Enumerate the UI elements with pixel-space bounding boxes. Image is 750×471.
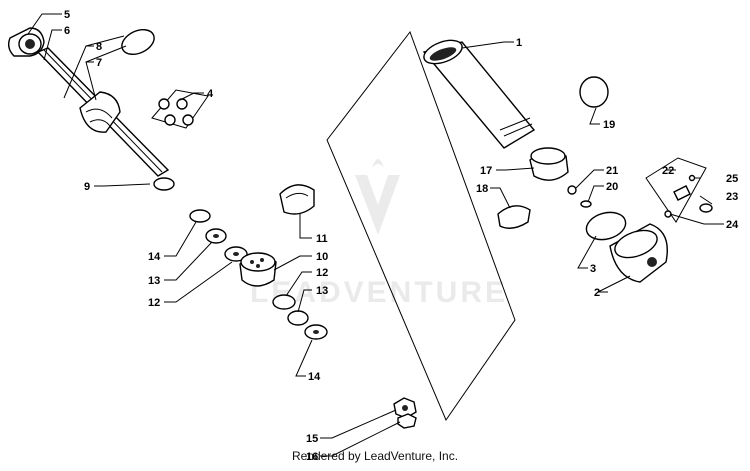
callout-12-lower: 12 (316, 267, 328, 279)
washer-14-upper (189, 209, 211, 223)
lock-nut (393, 397, 417, 429)
ball-25 (688, 174, 696, 182)
o-ring-3 (585, 211, 627, 241)
callout-18: 18 (476, 183, 488, 195)
shaft-assembly (7, 27, 417, 429)
callout-13-lower: 13 (316, 285, 328, 297)
valve-core (673, 185, 691, 201)
callouts: 5 6 8 7 4 9 14 13 12 11 10 12 13 14 15 1… (64, 9, 739, 463)
cap-23 (699, 203, 713, 213)
backup-ring (497, 205, 531, 229)
bearing-kit (151, 89, 209, 129)
seal-20 (580, 200, 592, 208)
callout-21: 21 (606, 165, 618, 177)
washer-13-lower (287, 310, 309, 326)
reservoir-head (609, 223, 668, 283)
cylinder-assembly (422, 39, 713, 283)
callout-13-upper: 13 (148, 275, 160, 287)
seal-housing (79, 91, 121, 133)
callout-3: 3 (590, 263, 596, 275)
callout-10: 10 (316, 251, 328, 263)
piston (239, 252, 277, 287)
callout-24: 24 (726, 219, 739, 231)
callout-15: 15 (306, 433, 318, 445)
seal-head (529, 147, 569, 181)
callout-6: 6 (64, 25, 70, 37)
callout-12-upper: 12 (148, 297, 160, 309)
watermark: LEADVENTURE (250, 159, 505, 309)
callout-11: 11 (316, 233, 328, 245)
callout-14-lower: 14 (308, 371, 321, 383)
o-ring-19 (579, 76, 609, 108)
render-credit: Rendered by LeadVenture, Inc. (291, 449, 459, 463)
callout-22: 22 (662, 165, 674, 177)
assembly-frame (326, 30, 516, 422)
valve-kit-frame (645, 157, 707, 223)
washer-12-lower (272, 294, 296, 310)
piston-ring (279, 184, 315, 215)
callout-20: 20 (606, 181, 618, 193)
callout-9: 9 (84, 181, 90, 193)
retainer-washer (153, 177, 175, 191)
callout-23: 23 (726, 191, 738, 203)
cylinder-tube (422, 39, 536, 149)
callout-2: 2 (594, 287, 600, 299)
callout-7: 7 (96, 57, 102, 69)
callout-5: 5 (64, 9, 70, 21)
leader-lines (27, 13, 724, 457)
callout-19: 19 (603, 119, 615, 131)
callout-25: 25 (726, 173, 738, 185)
ball-21 (567, 185, 577, 195)
callout-1: 1 (516, 37, 522, 49)
watermark-logo-icon (355, 175, 400, 235)
callout-4: 4 (207, 88, 214, 100)
callout-16: 16 (306, 451, 318, 463)
callout-17: 17 (480, 165, 492, 177)
o-ring (121, 29, 155, 55)
callout-8: 8 (96, 41, 102, 53)
callout-14-upper: 14 (148, 251, 161, 263)
